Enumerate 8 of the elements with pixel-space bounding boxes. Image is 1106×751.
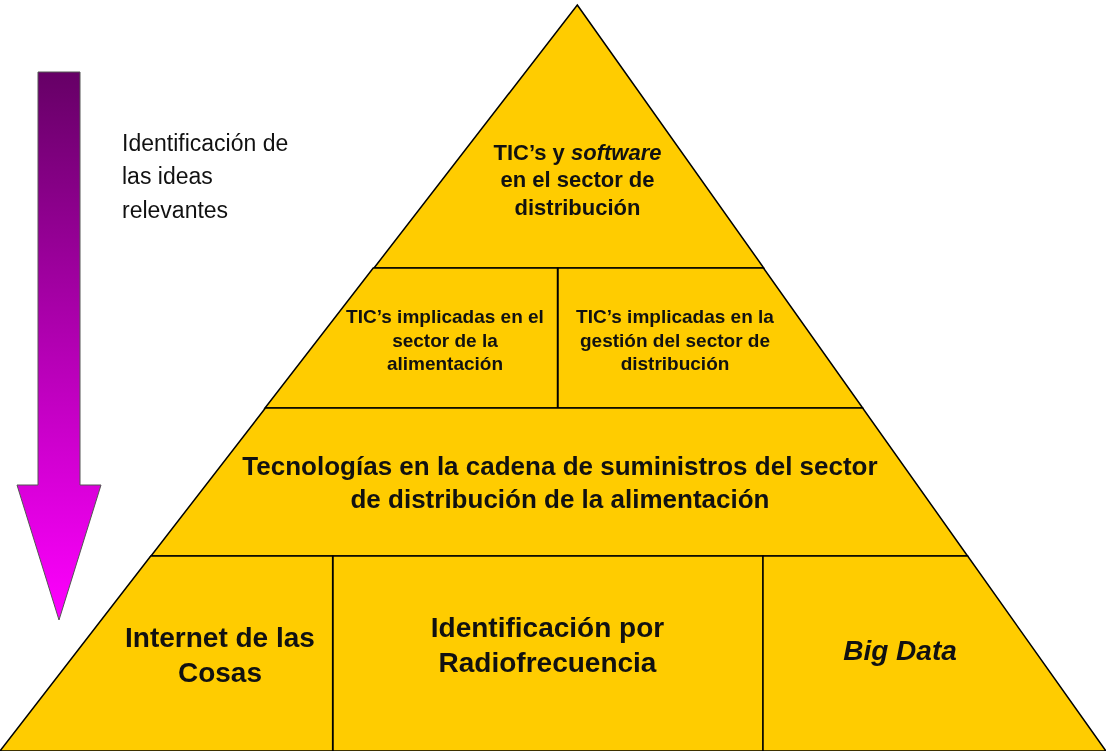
section-text: Identificación por Radiofrecuencia (429, 611, 666, 680)
section-text: TIC’s implicadas en el sector de la alimentación (345, 304, 545, 377)
section-text: Tecnologías en la cadena de suministros del sector de distribución de la alimentación (241, 450, 879, 515)
section-text: TIC’s implicadas en la gestión del sector de distribución (575, 304, 775, 377)
section-text: Internet de las Cosas (124, 621, 316, 690)
section-text: Big Data (843, 633, 957, 668)
section-text: TIC’s y software en el sector de distribución (492, 138, 663, 222)
annotation-text: Identificación de las ideas relevantes (122, 129, 290, 225)
